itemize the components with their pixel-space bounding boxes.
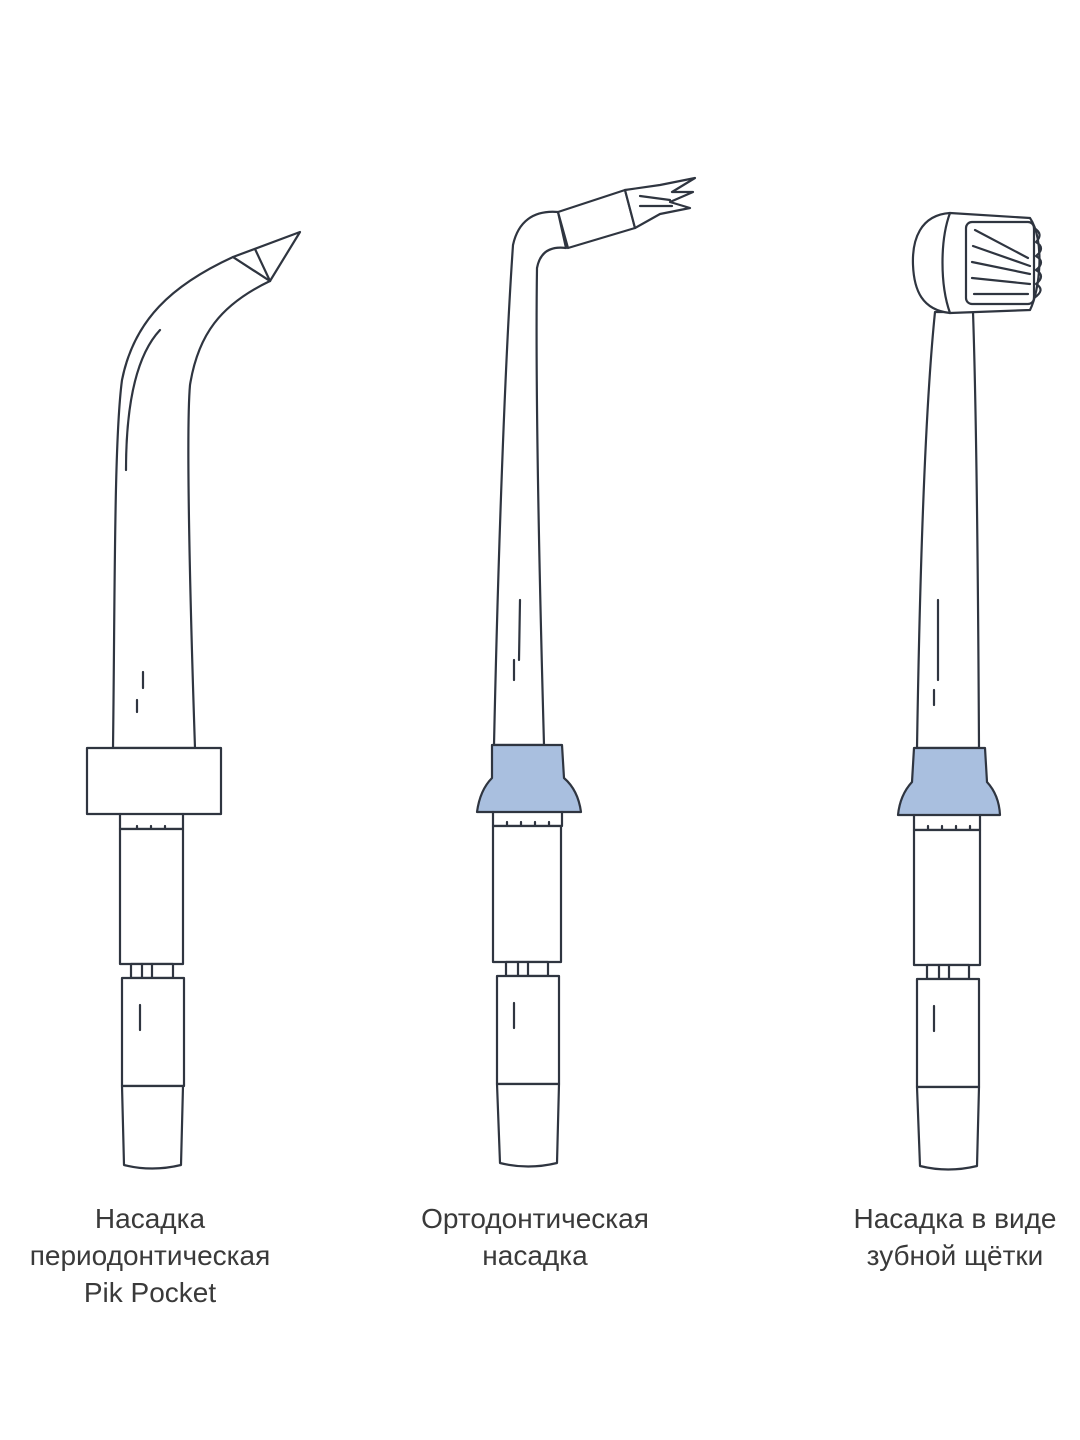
pik-pocket-tip <box>85 230 302 1170</box>
caption-line: насадка <box>482 1240 588 1271</box>
caption-line: Насадка в виде <box>853 1203 1057 1234</box>
caption-line: периодонтическая <box>29 1240 271 1271</box>
caption-line: Насадка <box>94 1203 206 1234</box>
caption-pik-pocket: Насадка периодонтическая Pik Pocket <box>0 1200 300 1311</box>
caption-toothbrush: Насадка в виде зубной щётки <box>805 1200 1080 1274</box>
pik-pocket-collar <box>85 746 223 816</box>
orthodontic-collar <box>475 743 583 814</box>
toothbrush-bristles <box>964 220 1043 306</box>
caption-line: Pik Pocket <box>83 1277 217 1308</box>
caption-line: зубной щётки <box>866 1240 1044 1271</box>
toothbrush-collar <box>896 746 1002 817</box>
orthodontic-tip <box>475 176 697 1168</box>
toothbrush-tip <box>896 211 1043 1171</box>
caption-line: Ортодонтическая <box>421 1203 649 1234</box>
caption-orthodontic: Ортодонтическая насадка <box>385 1200 685 1274</box>
